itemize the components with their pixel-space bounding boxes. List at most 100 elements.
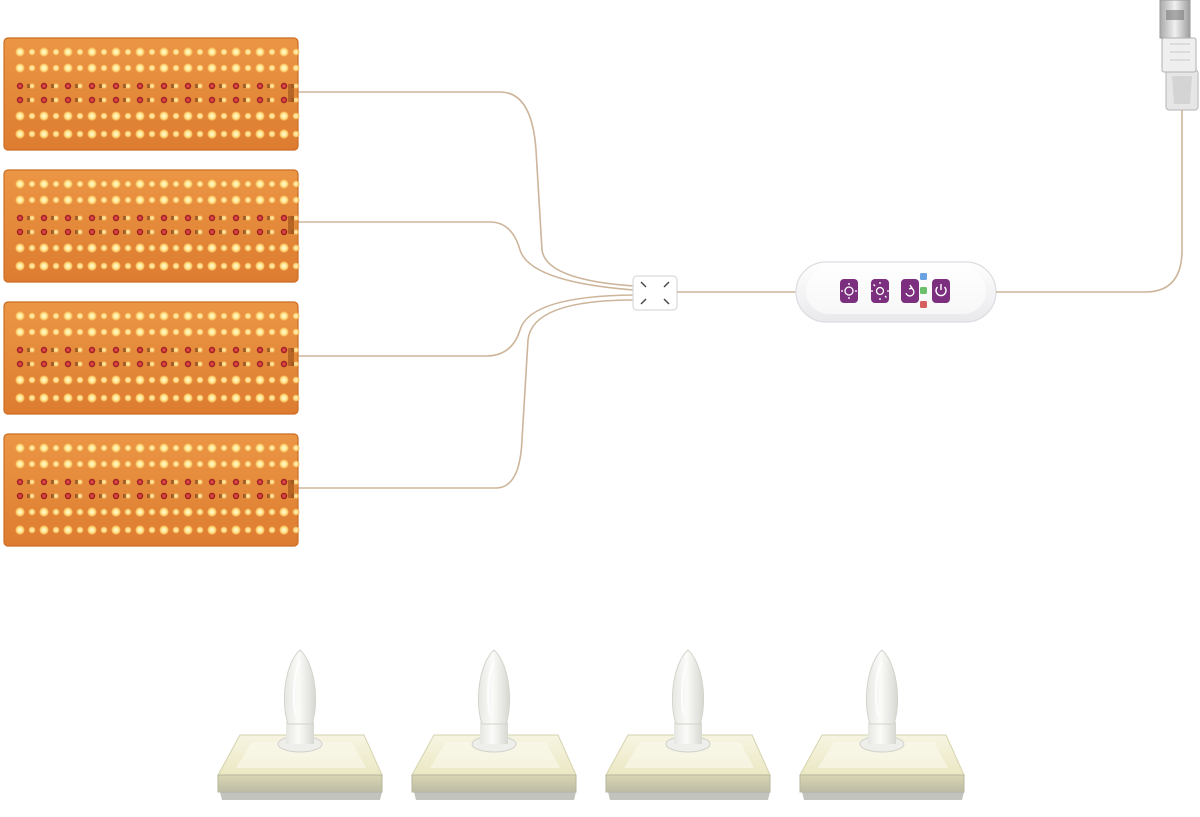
warm-led bbox=[39, 393, 49, 403]
warm-led bbox=[39, 179, 49, 189]
warm-led bbox=[76, 394, 84, 402]
warm-led bbox=[52, 262, 60, 270]
warm-led bbox=[111, 459, 121, 469]
warm-led bbox=[255, 243, 265, 253]
warm-led bbox=[148, 180, 156, 188]
warm-led bbox=[159, 195, 169, 205]
warm-led bbox=[172, 460, 180, 468]
warm-led bbox=[268, 64, 276, 72]
red-led bbox=[160, 492, 168, 500]
red-led bbox=[136, 96, 144, 104]
red-led bbox=[160, 214, 168, 222]
red-led bbox=[280, 492, 288, 500]
warm-led bbox=[245, 493, 251, 499]
power-button[interactable] bbox=[932, 279, 950, 303]
warm-led bbox=[15, 393, 25, 403]
led-panel bbox=[3, 433, 300, 547]
mounting-clips bbox=[217, 649, 965, 800]
red-led bbox=[208, 214, 216, 222]
warm-led bbox=[76, 526, 84, 534]
warm-led bbox=[245, 361, 251, 367]
warm-led bbox=[207, 195, 217, 205]
warm-led bbox=[255, 327, 265, 337]
mode-button[interactable] bbox=[901, 279, 919, 303]
red-led bbox=[160, 228, 168, 236]
warm-led bbox=[111, 111, 121, 121]
red-led bbox=[112, 228, 120, 236]
red-led bbox=[232, 346, 240, 354]
warm-led bbox=[231, 393, 241, 403]
red-led bbox=[280, 478, 288, 486]
red-led bbox=[112, 346, 120, 354]
warm-led bbox=[29, 479, 35, 485]
warm-led bbox=[244, 376, 252, 384]
warm-led bbox=[279, 129, 289, 139]
warm-led bbox=[172, 244, 180, 252]
warm-led bbox=[196, 180, 204, 188]
warm-led bbox=[111, 129, 121, 139]
warm-led bbox=[244, 48, 252, 56]
warm-led bbox=[196, 444, 204, 452]
warm-led bbox=[124, 444, 132, 452]
warm-led bbox=[100, 64, 108, 72]
warm-led bbox=[231, 459, 241, 469]
warm-led bbox=[207, 243, 217, 253]
warm-led bbox=[172, 508, 180, 516]
warm-led bbox=[148, 444, 156, 452]
warm-led bbox=[220, 130, 228, 138]
warm-led bbox=[28, 394, 36, 402]
timer-button[interactable] bbox=[840, 279, 858, 303]
warm-led bbox=[39, 195, 49, 205]
warm-led bbox=[221, 347, 227, 353]
warm-led bbox=[28, 526, 36, 534]
warm-led bbox=[149, 215, 155, 221]
warm-led bbox=[220, 244, 228, 252]
warm-led bbox=[292, 244, 300, 252]
warm-led bbox=[100, 376, 108, 384]
red-led bbox=[280, 214, 288, 222]
warm-led bbox=[220, 376, 228, 384]
warm-led bbox=[63, 63, 73, 73]
warm-led bbox=[111, 195, 121, 205]
warm-led bbox=[268, 444, 276, 452]
warm-led bbox=[111, 393, 121, 403]
warm-led bbox=[125, 97, 131, 103]
warm-led bbox=[77, 479, 83, 485]
warm-led bbox=[135, 507, 145, 517]
warm-led bbox=[231, 243, 241, 253]
warm-led bbox=[39, 507, 49, 517]
warm-led bbox=[63, 327, 73, 337]
warm-led bbox=[100, 444, 108, 452]
dimmer-button[interactable] bbox=[871, 279, 889, 303]
red-led bbox=[160, 478, 168, 486]
warm-led bbox=[29, 83, 35, 89]
warm-led bbox=[293, 347, 299, 353]
warm-led bbox=[63, 375, 73, 385]
warm-led bbox=[172, 112, 180, 120]
warm-led bbox=[28, 262, 36, 270]
led-panel bbox=[3, 169, 300, 283]
warm-led bbox=[100, 262, 108, 270]
warm-led bbox=[207, 507, 217, 517]
red-led bbox=[112, 214, 120, 222]
warm-led bbox=[111, 63, 121, 73]
warm-led bbox=[244, 196, 252, 204]
warm-led bbox=[101, 97, 107, 103]
warm-led bbox=[159, 393, 169, 403]
red-led bbox=[232, 478, 240, 486]
warm-led bbox=[53, 493, 59, 499]
warm-led bbox=[135, 525, 145, 535]
warm-led bbox=[111, 507, 121, 517]
warm-led bbox=[149, 229, 155, 235]
warm-led bbox=[63, 393, 73, 403]
warm-led bbox=[52, 112, 60, 120]
warm-led bbox=[28, 196, 36, 204]
warm-led bbox=[111, 47, 121, 57]
warm-led bbox=[268, 508, 276, 516]
warm-led bbox=[87, 243, 97, 253]
warm-led bbox=[125, 479, 131, 485]
warm-led bbox=[148, 196, 156, 204]
panel-cables bbox=[298, 91, 635, 489]
warm-led bbox=[159, 261, 169, 271]
warm-led bbox=[101, 229, 107, 235]
